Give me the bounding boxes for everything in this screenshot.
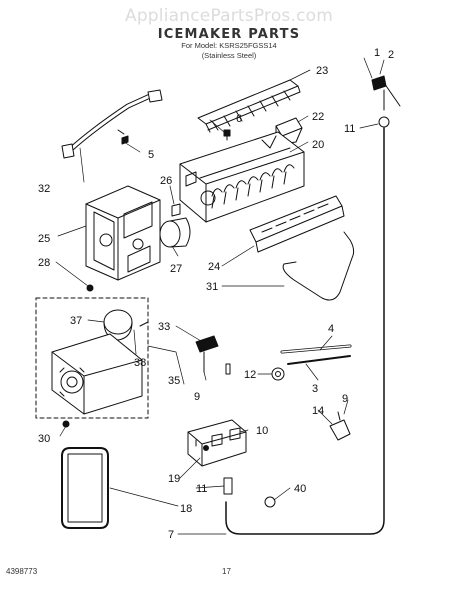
part-1-2-tube-fitting	[371, 75, 401, 111]
callout-27: 27	[170, 263, 182, 275]
part-14-clamp	[329, 411, 351, 441]
callout-9-left: 9	[194, 391, 200, 403]
part-26-spacer	[171, 203, 181, 217]
callout-23: 23	[316, 65, 328, 77]
part-12-nut	[271, 367, 285, 381]
callout-12: 12	[244, 369, 256, 381]
callout-31: 31	[206, 281, 218, 293]
part-35-mounting-plate	[51, 333, 143, 415]
part-31-bail-arm	[282, 231, 355, 301]
part-25-control-housing	[85, 185, 161, 281]
part-40-fitting	[264, 496, 276, 508]
callout-26: 26	[160, 175, 172, 187]
callout-30: 30	[38, 433, 50, 445]
callout-37: 37	[70, 315, 82, 327]
diagram-title: ICEMAKER PARTS	[157, 27, 301, 42]
part-11-grommet-upper	[378, 116, 390, 128]
assembly-box-35	[35, 297, 149, 419]
callout-2: 2	[388, 49, 394, 61]
callout-19: 19	[168, 473, 180, 485]
part-20-ice-mold	[179, 131, 305, 223]
callout-24: 24	[208, 261, 220, 273]
callout-20: 20	[312, 139, 324, 151]
callout-14: 14	[312, 405, 324, 417]
callout-10: 10	[256, 425, 268, 437]
variant-line: (Stainless Steel)	[201, 51, 257, 60]
callout-6: 6	[236, 113, 242, 125]
callout-9-right: 9	[342, 393, 348, 405]
part-9-screw	[225, 363, 231, 375]
part-5-clip	[121, 135, 129, 145]
callout-40: 40	[294, 483, 306, 495]
part-28-screw	[86, 284, 94, 292]
part-23-ice-stripper	[197, 79, 301, 133]
callout-11-lower: 11	[196, 483, 207, 495]
part-7-fill-tube	[225, 127, 385, 535]
part-33-bracket	[195, 335, 219, 373]
part-18-cover	[61, 447, 109, 529]
callout-22: 22	[312, 111, 324, 123]
page-number: 17	[222, 567, 231, 576]
part-4-tube	[280, 344, 352, 365]
callout-28: 28	[38, 257, 50, 269]
part-27-motor	[159, 217, 191, 248]
leader-lines	[55, 57, 385, 535]
callout-25: 25	[38, 233, 50, 245]
callout-1: 1	[374, 47, 380, 59]
callout-labels: 1 2 3 4 5 6 7 9 9 10 11 11 12 14 18 19 2…	[38, 47, 394, 541]
callout-33: 33	[158, 321, 170, 333]
model-line: For Model: KSRS25FGSS14	[181, 41, 277, 50]
callout-35: 35	[168, 375, 180, 387]
document-number: 4398773	[6, 567, 38, 576]
callout-32: 32	[38, 183, 50, 195]
callout-3: 3	[312, 383, 318, 395]
callout-11-upper: 11	[344, 123, 355, 135]
part-10-water-valve	[187, 419, 247, 467]
part-19-screw	[203, 445, 209, 451]
callout-18: 18	[180, 503, 192, 515]
part-24-bracket	[249, 195, 345, 253]
callout-38: 38	[134, 357, 146, 369]
site-watermark: AppliancePartsPros.com	[124, 6, 333, 26]
callout-5: 5	[148, 149, 154, 161]
part-6-screw	[223, 129, 231, 141]
callout-4: 4	[328, 323, 334, 335]
part-11-grommet-lower	[223, 477, 233, 495]
part-32-wire-harness	[61, 89, 163, 159]
part-30-screw	[62, 420, 70, 428]
callout-7: 7	[168, 529, 174, 541]
